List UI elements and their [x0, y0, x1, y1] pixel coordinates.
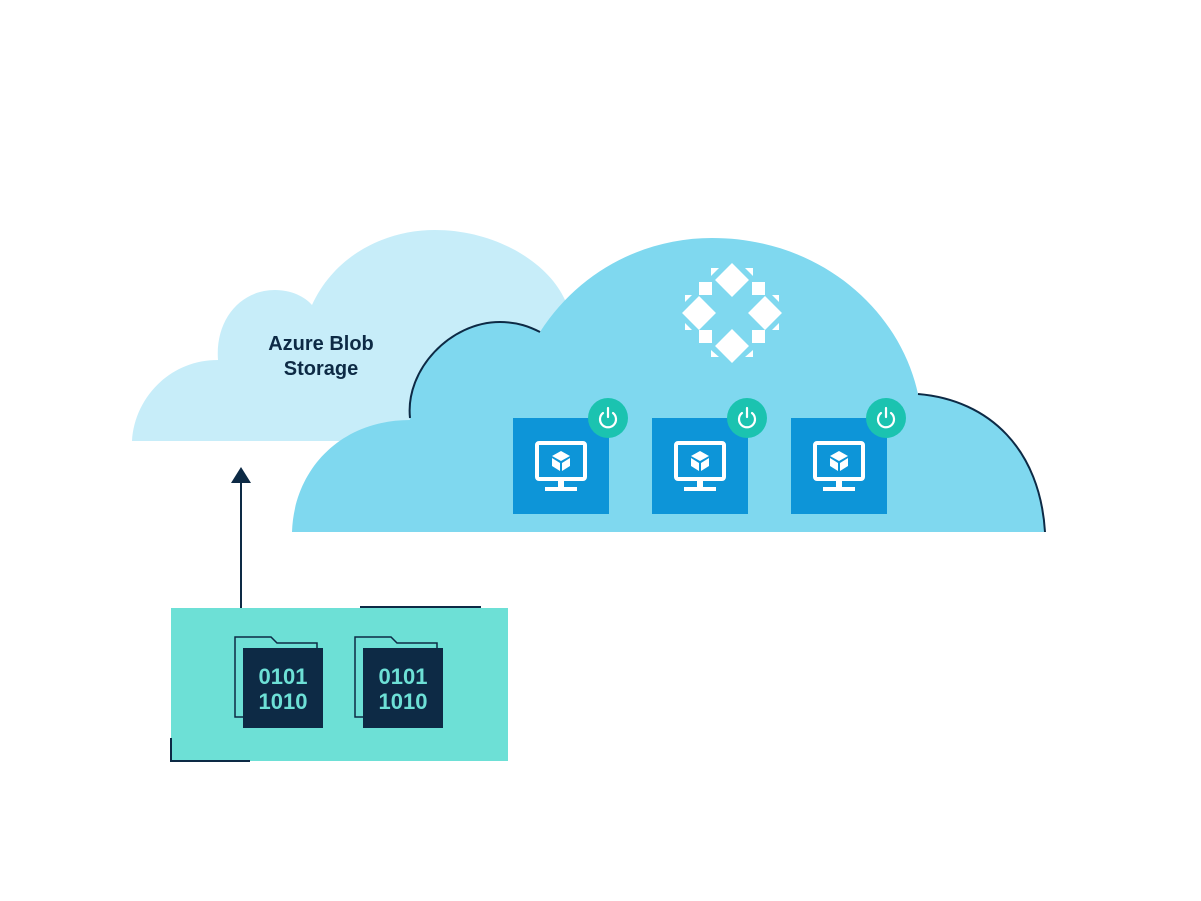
- compute-cloud-outline-right: [917, 393, 1046, 533]
- diamond-ring-logo-icon: [682, 263, 782, 363]
- power-button[interactable]: [588, 398, 628, 438]
- binary-file-2[interactable]: 0101 1010: [354, 636, 443, 728]
- monitor-cube-icon: [813, 441, 865, 491]
- monitor-cube-icon: [674, 441, 726, 491]
- binary-file-icon: [234, 636, 323, 728]
- power-icon: [876, 406, 896, 429]
- vm-tile-2[interactable]: [652, 398, 767, 514]
- power-icon: [598, 406, 618, 429]
- compute-cloud-outline-left: [408, 320, 541, 419]
- vm-tile-1[interactable]: [513, 398, 628, 514]
- power-button[interactable]: [866, 398, 906, 438]
- power-button[interactable]: [727, 398, 767, 438]
- files-panel-background: [171, 608, 508, 761]
- binary-line-1: 0101: [379, 664, 428, 689]
- blob-storage-label-line2: Storage: [284, 358, 358, 380]
- binary-line-2: 1010: [259, 689, 308, 714]
- binary-file-1[interactable]: 0101 1010: [234, 636, 323, 728]
- vm-tile-3[interactable]: [791, 398, 906, 514]
- binary-line-1: 0101: [259, 664, 308, 689]
- binary-file-icon: [354, 636, 443, 728]
- arrow-up-icon: [231, 467, 251, 608]
- monitor-cube-icon: [535, 441, 587, 491]
- power-icon: [737, 406, 757, 429]
- compute-cloud: [292, 238, 1046, 533]
- binary-line-2: 1010: [379, 689, 428, 714]
- blob-storage-label-line1: Azure Blob: [268, 333, 374, 355]
- files-panel: 0101 1010 0101 1010: [170, 606, 508, 762]
